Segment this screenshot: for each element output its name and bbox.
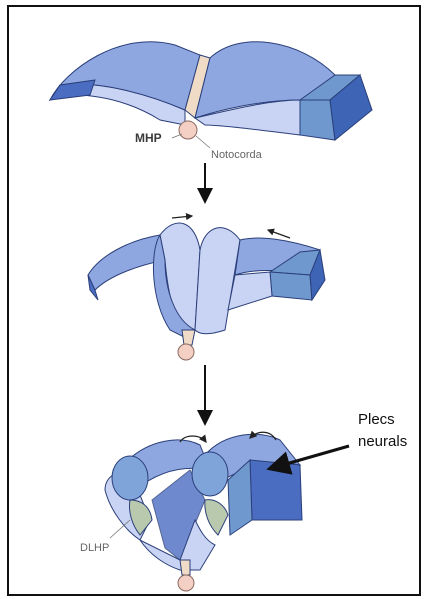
label-mhp: MHP bbox=[135, 131, 162, 145]
label-notochord: Notocorda bbox=[211, 149, 263, 161]
label-neural-folds-line1: Plecs bbox=[358, 411, 395, 428]
notochord-stage-3 bbox=[178, 575, 194, 591]
label-neural-folds-line2: neurals bbox=[358, 433, 407, 450]
notochord-stage-1 bbox=[179, 121, 197, 139]
notochord-stage-2 bbox=[178, 344, 194, 360]
label-dlhp: DLHP bbox=[80, 542, 109, 554]
